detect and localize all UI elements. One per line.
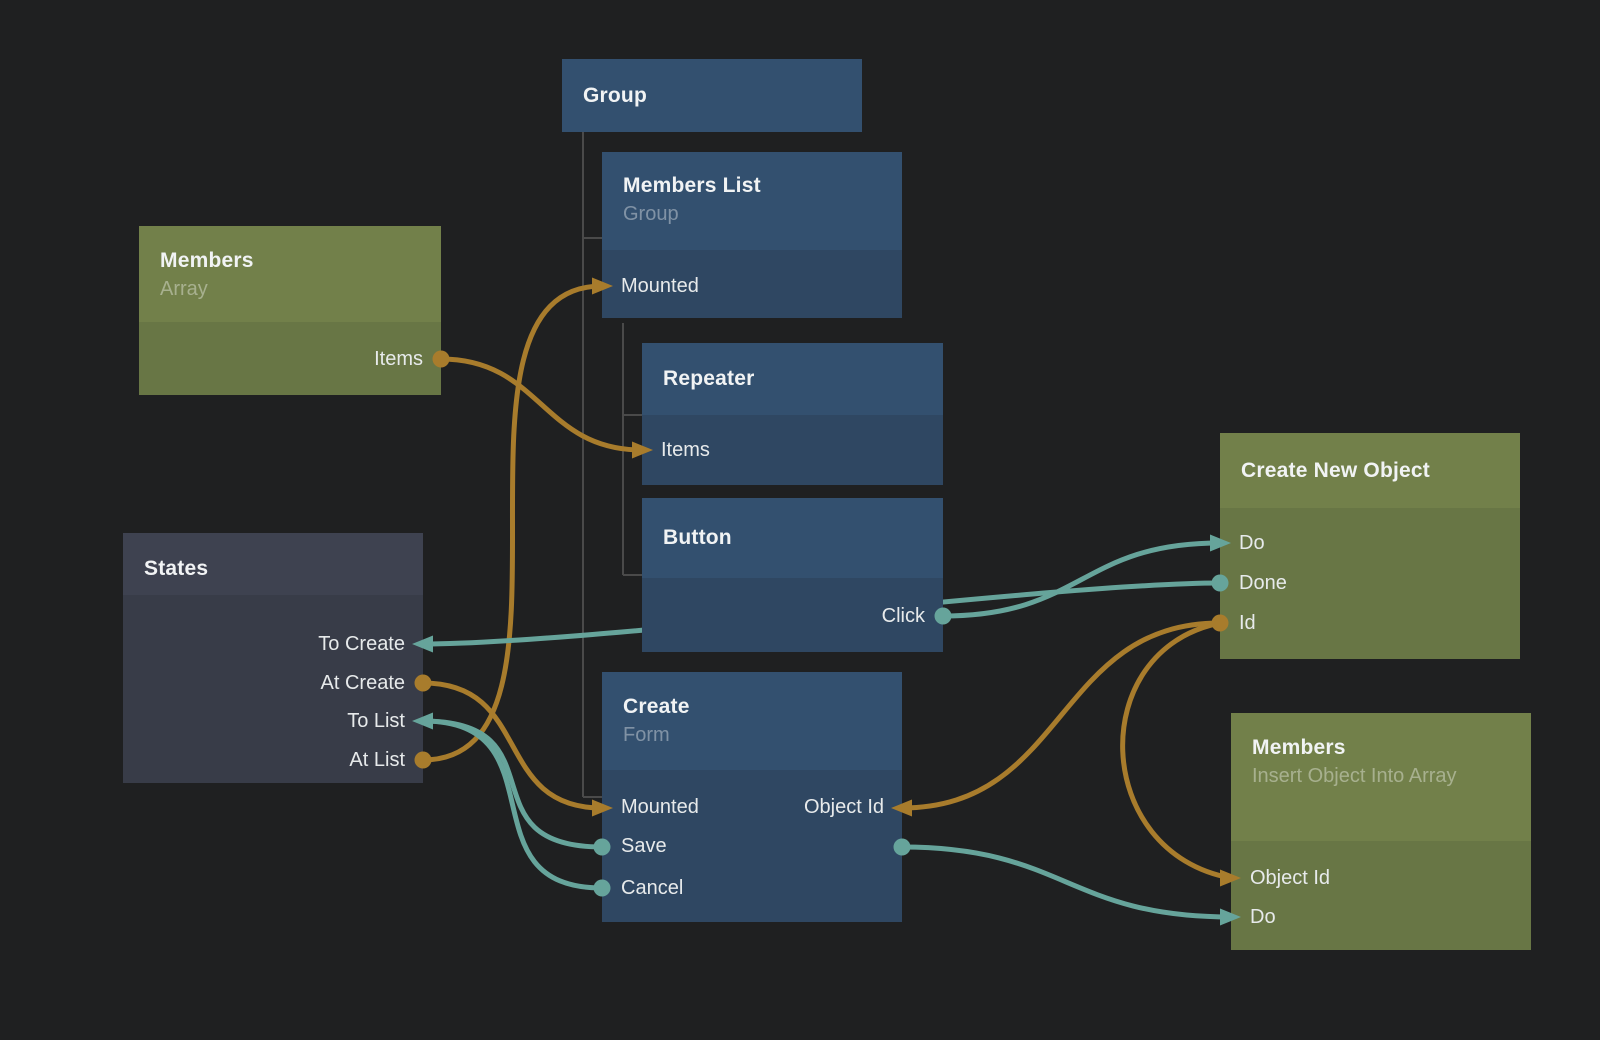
- node-members-list-subtitle: Group: [623, 203, 679, 225]
- node-members-insert-subtitle: Insert Object Into Array: [1252, 765, 1457, 787]
- port-create-save[interactable]: Save: [621, 835, 667, 857]
- node-create-new-object[interactable]: Create New Object Do Done Id: [1220, 433, 1520, 659]
- node-members-list-title: Members List: [623, 174, 761, 197]
- node-repeater[interactable]: Repeater Items: [642, 343, 943, 485]
- wire-members-items-to-repeater-items[interactable]: [438, 356, 645, 453]
- node-states-header: States: [123, 533, 423, 595]
- node-members-insert-title: Members: [1252, 736, 1346, 759]
- node-members-insert-header: Members Insert Object Into Array: [1231, 713, 1531, 841]
- port-cno-done[interactable]: Done: [1239, 572, 1287, 594]
- node-create-form-title: Create: [623, 695, 690, 718]
- node-create-form-header: Create Form: [602, 672, 902, 770]
- wire-id-to-members-insert-object-id[interactable]: [1120, 620, 1234, 881]
- wire-save-to-members-insert-do[interactable]: [899, 844, 1234, 920]
- node-button[interactable]: Button Click: [642, 498, 943, 652]
- port-members-list-mounted[interactable]: Mounted: [621, 275, 699, 297]
- wire-cancel-to-to-list[interactable]: [420, 718, 605, 891]
- port-states-to-create[interactable]: To Create: [318, 633, 405, 655]
- wire-click-to-cno-do[interactable]: [940, 540, 1223, 619]
- node-repeater-title: Repeater: [663, 367, 755, 390]
- port-members-insert-do[interactable]: Do: [1250, 906, 1276, 928]
- node-create-new-object-title: Create New Object: [1241, 459, 1430, 482]
- port-create-mounted[interactable]: Mounted: [621, 796, 699, 818]
- tree-line-group-children: [582, 132, 602, 798]
- wire-save-to-to-list[interactable]: [420, 718, 605, 850]
- node-members-list[interactable]: Members List Group Mounted: [602, 152, 902, 318]
- port-create-object-id[interactable]: Object Id: [803, 796, 884, 818]
- port-cno-id[interactable]: Id: [1239, 612, 1256, 634]
- wire-id-to-create-object-id[interactable]: [899, 620, 1223, 811]
- node-group-header: Group: [562, 59, 862, 132]
- node-group-title: Group: [583, 84, 647, 107]
- port-states-at-list[interactable]: At List: [349, 749, 405, 771]
- port-states-at-create[interactable]: At Create: [320, 672, 405, 694]
- port-repeater-items[interactable]: Items: [661, 439, 710, 461]
- wire-at-create-to-create-mounted[interactable]: [420, 680, 605, 811]
- node-members-array-subtitle: Array: [160, 278, 208, 300]
- port-states-to-list[interactable]: To List: [347, 710, 405, 732]
- port-cno-do[interactable]: Do: [1239, 532, 1265, 554]
- node-members-array-header: Members Array: [139, 226, 441, 322]
- port-button-click[interactable]: Click: [881, 605, 925, 627]
- node-group[interactable]: Group: [562, 59, 862, 132]
- node-members-insert[interactable]: Members Insert Object Into Array Object …: [1231, 713, 1531, 950]
- port-create-cancel[interactable]: Cancel: [621, 877, 684, 899]
- node-members-array-title: Members: [160, 249, 254, 272]
- wire-at-list-to-members-list-mounted[interactable]: [420, 283, 605, 763]
- tree-line-members-list-children: [622, 323, 642, 576]
- node-create-form-subtitle: Form: [623, 724, 670, 746]
- node-members-list-header: Members List Group: [602, 152, 902, 250]
- node-button-title: Button: [663, 526, 732, 549]
- node-states[interactable]: States To Create At Create To List At Li…: [123, 533, 423, 783]
- port-members-insert-object-id[interactable]: Object Id: [1250, 867, 1331, 889]
- port-members-array-items[interactable]: Items: [374, 348, 423, 370]
- node-create-form[interactable]: Create Form Mounted Save Cancel Object I…: [602, 672, 902, 922]
- node-button-header: Button: [642, 498, 943, 578]
- node-create-new-object-header: Create New Object: [1220, 433, 1520, 508]
- node-repeater-header: Repeater: [642, 343, 943, 415]
- node-members-array[interactable]: Members Array Items: [139, 226, 441, 395]
- node-states-title: States: [144, 557, 209, 580]
